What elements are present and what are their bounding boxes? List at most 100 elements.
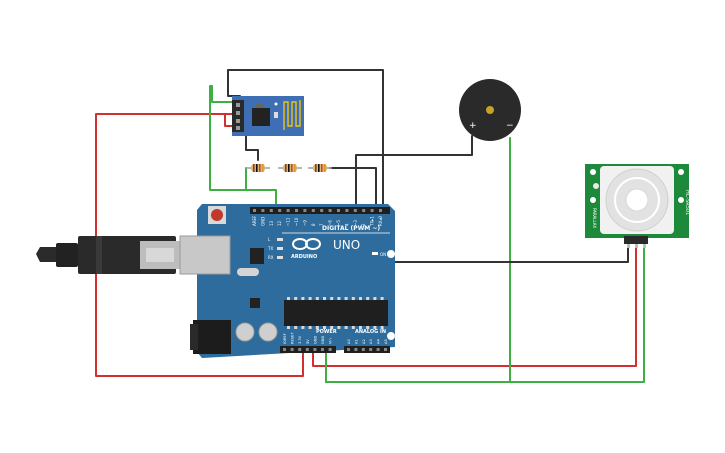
esp01-module[interactable] — [232, 96, 304, 136]
wire-red-esp-stub[interactable] — [224, 113, 233, 127]
status-led — [277, 247, 283, 250]
analog-pin[interactable] — [354, 348, 358, 351]
digital-pin-label: 8 — [311, 223, 316, 226]
resistor-band — [262, 164, 264, 172]
analog-pin[interactable] — [384, 348, 387, 351]
pir-lens-ring — [614, 177, 660, 223]
ic-pin — [380, 297, 384, 300]
header-pin[interactable] — [278, 209, 282, 212]
resistor-band — [253, 164, 255, 172]
ic-pin — [294, 326, 298, 329]
ic-pin — [380, 326, 384, 329]
digital-pin-label: ~11 — [286, 217, 291, 226]
header-pin[interactable] — [320, 209, 324, 212]
ic-pin — [315, 326, 319, 329]
analog-pin-label: A5 — [384, 339, 388, 344]
ic-pin — [294, 297, 298, 300]
usb-plug-ridge — [96, 236, 102, 274]
capacitor — [235, 322, 255, 342]
wire-red-esp-vcc[interactable] — [95, 113, 304, 377]
ic-pin — [301, 297, 305, 300]
analog-pin[interactable] — [361, 348, 365, 351]
header-pin[interactable] — [337, 209, 340, 212]
on-led-label: ON — [380, 252, 386, 257]
header-pin[interactable] — [353, 209, 357, 212]
ic-pin — [323, 326, 326, 329]
ic-pin — [301, 326, 305, 329]
ic-pin — [287, 297, 290, 300]
power-pin[interactable] — [283, 348, 286, 351]
power-pin-label: GND — [313, 336, 317, 344]
regulator — [250, 298, 260, 308]
usb-connector-inner — [146, 248, 174, 262]
analog-pin[interactable] — [347, 348, 350, 351]
pir-lens-center — [625, 188, 649, 212]
esp-chip — [252, 108, 270, 126]
status-led-label: TX — [267, 246, 273, 251]
power-pin[interactable] — [290, 348, 294, 351]
status-led-label: L — [268, 237, 271, 242]
power-pin-label: GND — [321, 336, 325, 344]
wire-black-buzzer[interactable] — [355, 135, 473, 211]
digital-pin-label: ~6 — [328, 220, 333, 226]
pir-sensor[interactable]: HC-SR501 PARALLAX — [585, 164, 690, 248]
header-pin[interactable] — [303, 209, 307, 212]
power-pin[interactable] — [313, 348, 317, 351]
power-pin[interactable] — [305, 348, 309, 351]
analog-pin[interactable] — [376, 348, 380, 351]
analog-pin-label: A0 — [347, 339, 351, 344]
analog-pin-label: A1 — [354, 339, 358, 344]
bottom-header-holes — [283, 348, 387, 351]
power-pin[interactable] — [328, 348, 332, 351]
power-pin-label: IOREF — [283, 333, 287, 344]
ic-pin — [344, 297, 348, 300]
buzzer-minus-label: − — [506, 121, 514, 131]
resistor-band — [324, 164, 326, 172]
digital-header — [250, 207, 390, 214]
header-pin[interactable] — [269, 209, 273, 212]
piezo-buzzer[interactable]: + − — [459, 79, 521, 141]
arduino-brand: UNO — [333, 238, 360, 252]
wire-red-pir-vcc[interactable] — [312, 246, 637, 367]
pir-mount — [590, 197, 596, 203]
resistor-band — [288, 164, 290, 172]
power-pin-label: Vin — [329, 338, 333, 344]
pir-pin-block — [624, 236, 648, 244]
usb-strain-relief — [56, 243, 78, 267]
pir-mount — [590, 169, 596, 175]
header-pin[interactable] — [362, 209, 366, 212]
wire-green-gnd-pir[interactable] — [325, 246, 645, 383]
header-pin[interactable] — [311, 209, 315, 212]
header-pin[interactable] — [261, 209, 265, 212]
wire-black-res-pin[interactable] — [329, 167, 377, 211]
digital-pin-label: 7 — [319, 223, 324, 226]
header-pin[interactable] — [286, 209, 290, 212]
header-pin[interactable] — [253, 209, 256, 212]
power-pin[interactable] — [298, 348, 302, 351]
digital-header-holes — [253, 209, 382, 212]
power-pin[interactable] — [321, 348, 324, 351]
digital-pin-label: ~9 — [302, 220, 307, 226]
header-pin[interactable] — [328, 209, 332, 212]
ic-pin — [337, 326, 341, 329]
usb-cable — [36, 236, 180, 274]
header-pin[interactable] — [379, 209, 382, 212]
wire-green-esp-rx[interactable] — [209, 85, 277, 211]
digital-pin-label: ~10 — [294, 217, 299, 226]
arduino-logo — [292, 238, 321, 250]
pir-label-parallax: PARALLAX — [592, 208, 597, 229]
header-pin[interactable] — [345, 209, 349, 212]
ic-pin — [308, 297, 312, 300]
power-jack-front — [190, 324, 198, 350]
analog-pin[interactable] — [369, 348, 373, 351]
esp-antenna-trace — [283, 100, 301, 130]
reset-button[interactable] — [211, 209, 223, 221]
ic-pin — [351, 297, 355, 300]
pir-pins — [627, 244, 646, 248]
pir-mount — [678, 197, 684, 203]
header-pin[interactable] — [370, 209, 374, 212]
header-pin[interactable] — [295, 209, 298, 212]
status-led — [277, 238, 283, 241]
